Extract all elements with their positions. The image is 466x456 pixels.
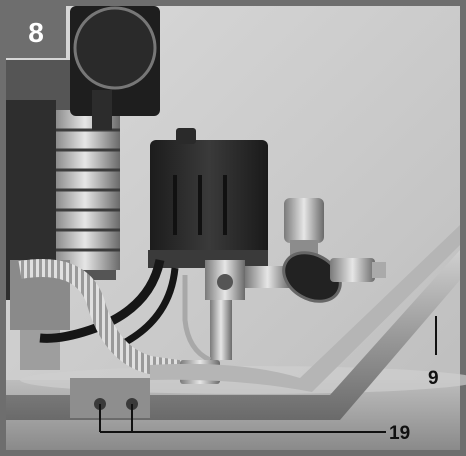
pressure-regulator	[282, 198, 386, 303]
pressure-hose	[18, 259, 202, 381]
power-cable	[39, 258, 165, 343]
callout-9-label: 9	[428, 368, 439, 389]
relief-tube	[182, 275, 212, 363]
pressure-gauge	[70, 6, 160, 130]
callout-19-leader	[99, 404, 386, 433]
figure-number-badge	[6, 6, 66, 58]
frame-rail	[6, 250, 460, 420]
pressure-switch	[148, 128, 268, 268]
figure-number: 8	[28, 17, 44, 48]
frame-rail-upper	[150, 225, 460, 392]
compressor-cylinder	[6, 60, 120, 370]
pressure-manifold	[205, 260, 290, 360]
callout-19-label: 19	[389, 423, 410, 444]
mounting-bracket	[70, 378, 150, 418]
